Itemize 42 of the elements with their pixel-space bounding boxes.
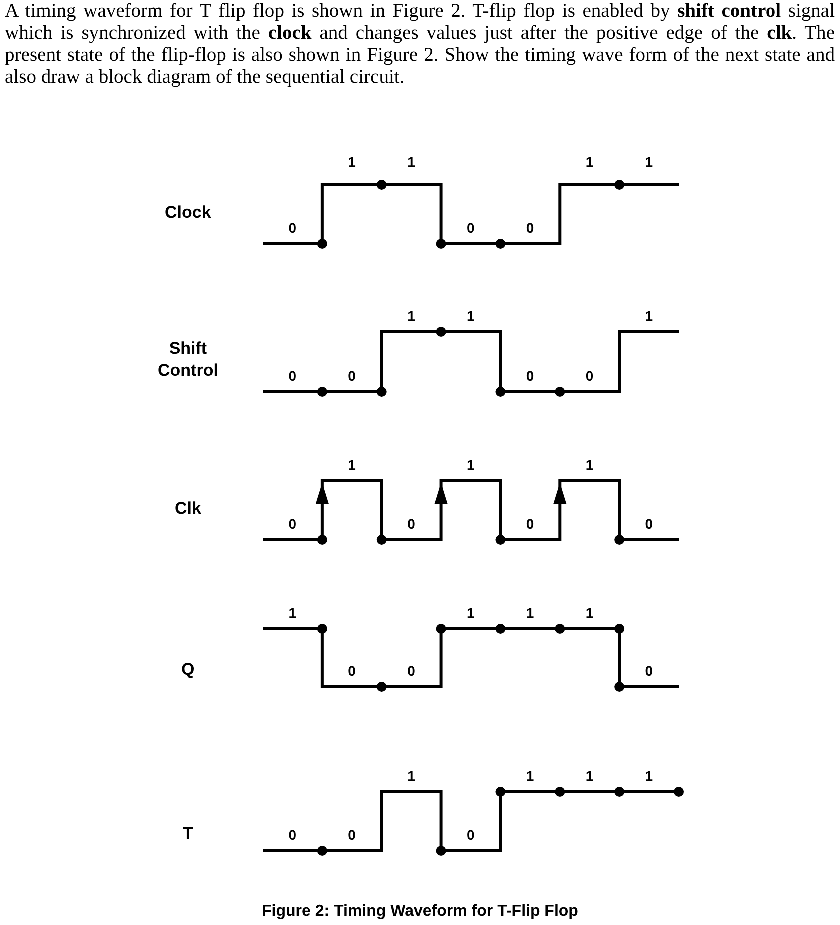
bit-value: 0 [348, 368, 356, 384]
bit-value: 1 [586, 768, 594, 784]
question-text: A timing waveform for T flip flop is shown in Figure 2. T-flip flop is enabled by shift control signal which is synchronized with the clock and changes values just after the positive edge of the clk. The present state of the flip-flop is also shown in Figure 2. Show the timing wave form of the next state and also draw a block diagram of the sequential circuit. [5, 1, 835, 89]
signal-name: Clk [175, 498, 202, 520]
bit-value: 0 [288, 827, 296, 843]
bit-value: 0 [467, 827, 475, 843]
bit-value: 0 [288, 220, 296, 236]
bit-value: 0 [348, 663, 356, 679]
bit-value: 0 [586, 368, 594, 384]
bit-value: 0 [645, 516, 654, 532]
bit-value: 0 [288, 368, 296, 384]
bit-value: 1 [348, 154, 356, 170]
bit-value: 1 [645, 308, 654, 324]
bit-value: 1 [526, 768, 534, 784]
bit-value: 1 [408, 154, 416, 170]
bit-value: 0 [526, 220, 534, 236]
bit-value: 0 [408, 663, 416, 679]
bit-value: 1 [467, 605, 475, 621]
bit-value: 1 [526, 605, 534, 621]
signal-name: Clock [165, 202, 212, 224]
bit-value: 1 [467, 308, 475, 324]
bit-value: 0 [645, 663, 654, 679]
bit-value: 1 [645, 768, 654, 784]
bit-value: 0 [348, 827, 356, 843]
bit-value: 1 [586, 605, 594, 621]
bit-value: 1 [408, 768, 416, 784]
bit-value: 1 [348, 457, 356, 473]
bit-value: 0 [467, 220, 475, 236]
bit-value: 0 [408, 516, 416, 532]
bit-value: 1 [408, 308, 416, 324]
figure-caption: Figure 2: Timing Waveform for T-Flip Flop [262, 902, 578, 922]
signal-name: Q [182, 659, 195, 681]
signal-name: Shift Control [158, 338, 218, 382]
bit-value: 1 [586, 457, 594, 473]
bit-value: 0 [288, 516, 296, 532]
signal-name: T [183, 823, 194, 845]
bit-value: 1 [645, 154, 654, 170]
bit-value: 1 [288, 605, 296, 621]
bit-value: 0 [526, 368, 534, 384]
bit-value: 1 [586, 154, 594, 170]
bit-value: 1 [467, 457, 475, 473]
bit-value: 0 [526, 516, 534, 532]
